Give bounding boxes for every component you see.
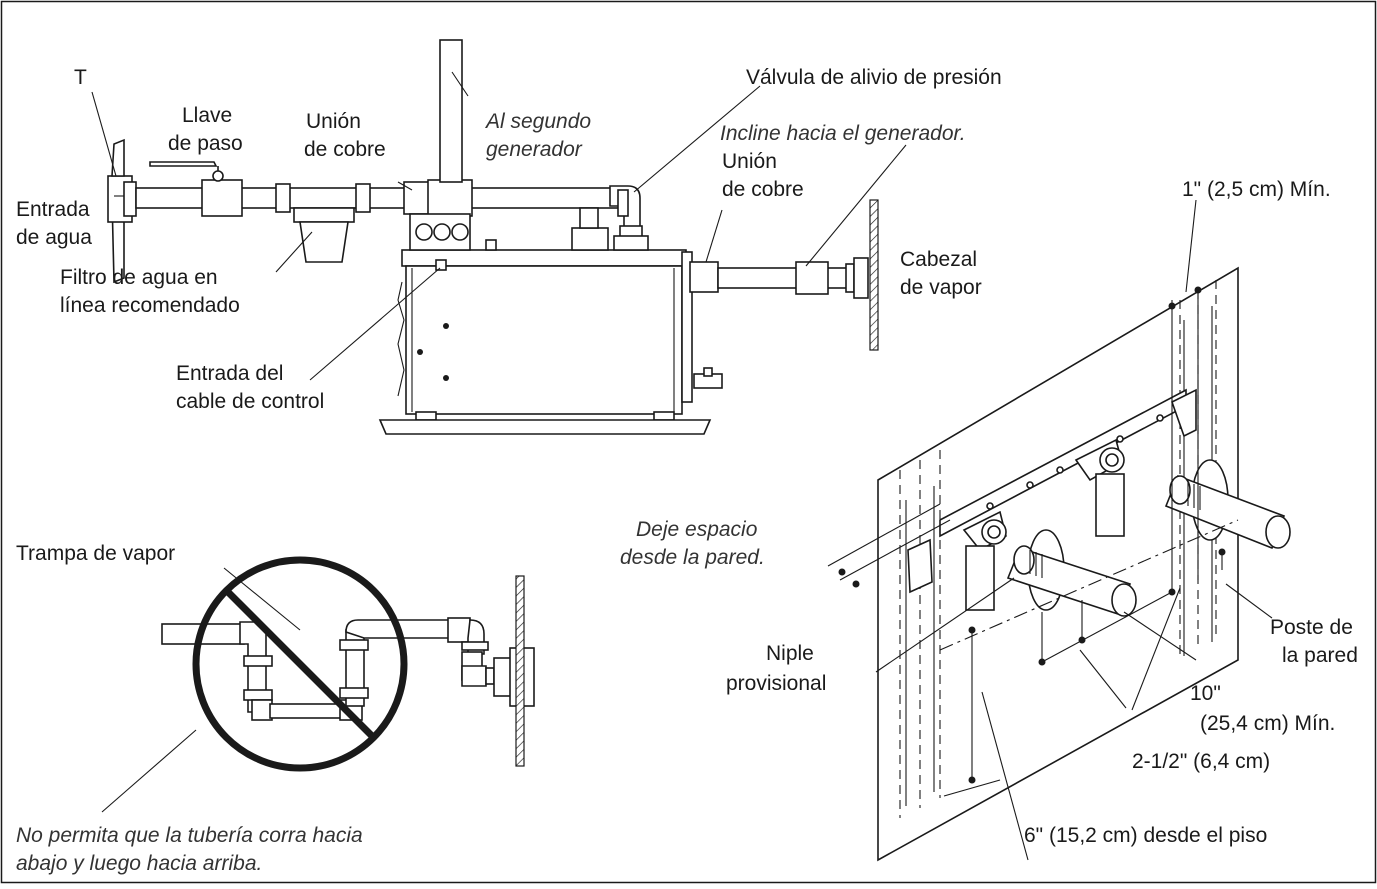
label-copper-union-1b: de cobre (304, 138, 386, 161)
label-dim-6: 6" (15,2 cm) desde el piso (1024, 824, 1267, 847)
copper-elbows (962, 438, 1125, 611)
leaders-lower-left (101, 567, 301, 813)
label-copper-union-2a: Unión (722, 150, 777, 173)
label-incline: Incline hacia el generador. (720, 122, 966, 145)
label-shutoff-1: Llave (182, 104, 232, 127)
leaders-top (91, 71, 907, 381)
leaders-right (875, 199, 1273, 861)
label-second-gen-2: generador (486, 138, 583, 161)
label-shutoff-2: de paso (168, 132, 243, 155)
label-min-1in: 1" (2,5 cm) Mín. (1182, 178, 1331, 201)
steam-pipe-top (689, 257, 869, 299)
label-relief-valve: Válvula de alivio de presión (746, 66, 1002, 89)
label-second-gen-1: Al segundo (484, 110, 591, 133)
wall-section-top (869, 199, 879, 351)
label-no-permit-1: No permita que la tubería corra hacia (16, 824, 363, 847)
label-water-inlet-1: Entrada (16, 198, 90, 221)
temporary-nipples (1006, 459, 1291, 617)
label-water-inlet-2: de agua (16, 226, 92, 249)
label-nipple-1: Niple (766, 642, 814, 665)
label-filter-2: línea recomendado (60, 294, 240, 317)
label-leave-space-2: desde la pared. (620, 546, 765, 569)
label-steam-trap: Trampa de vapor (16, 542, 175, 565)
water-inlet-tee (107, 138, 137, 284)
label-dim-10-2: (25,4 cm) Mín. (1200, 712, 1335, 735)
label-steamhead-2: de vapor (900, 276, 982, 299)
label-copper-union-2b: de cobre (722, 178, 804, 201)
label-no-permit-2: abajo y luego hacia arriba. (16, 852, 262, 875)
wall-panel (877, 266, 1239, 862)
water-filter (293, 207, 355, 263)
shutoff-valve (149, 161, 224, 182)
label-dim-10-1: 10" (1190, 682, 1221, 705)
steam-trap-illustration (161, 556, 535, 772)
label-steamhead-1: Cabezal (900, 248, 977, 271)
main-supply-pipe (135, 179, 621, 217)
label-t: T (74, 66, 87, 89)
label-leave-space-1: Deje espacio (636, 518, 758, 541)
label-nipple-2: provisional (726, 672, 826, 695)
label-wall-stud-1: Poste de (1270, 616, 1353, 639)
label-control-cable-2: cable de control (176, 390, 324, 413)
label-dim-2-5: 2-1/2" (6,4 cm) (1132, 750, 1270, 773)
label-wall-stud-2: la pared (1282, 644, 1358, 667)
riser-to-second-generator (439, 39, 463, 183)
label-filter-1: Filtro de agua en (60, 266, 218, 289)
steam-generator (378, 207, 723, 435)
label-copper-union-1a: Unión (306, 110, 361, 133)
mounting-strap (939, 388, 1197, 538)
dimension-lines (827, 286, 1239, 797)
label-control-cable-1: Entrada del (176, 362, 283, 385)
box-plate (907, 538, 933, 594)
